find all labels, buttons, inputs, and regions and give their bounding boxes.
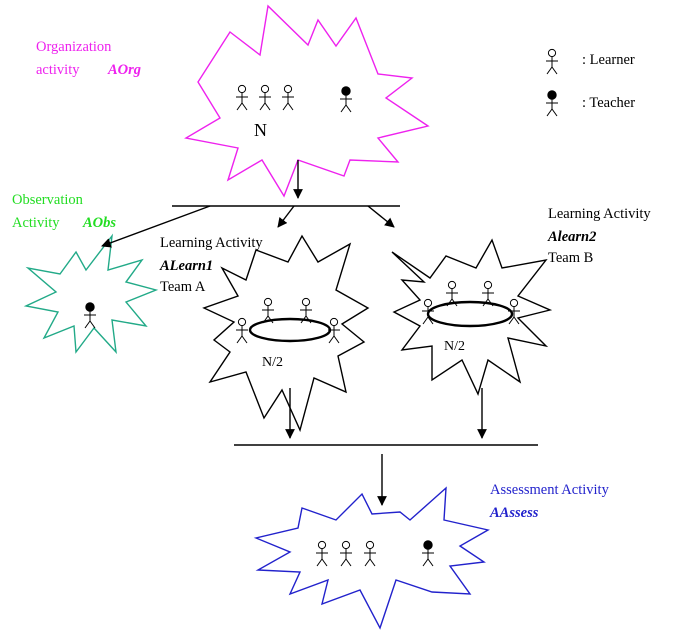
- teacher-icon: [339, 86, 353, 113]
- teacher-icon: [545, 90, 559, 117]
- assessment-activity-shape: [253, 486, 490, 630]
- learner-icon: [235, 317, 249, 344]
- learner-icon: [363, 540, 377, 567]
- learning-b-team: Team B: [548, 250, 593, 266]
- legend-teacher-label: : Teacher: [582, 95, 635, 111]
- legend: : Learner : Teacher: [545, 48, 635, 117]
- arrow-fork-to-learning-b: [367, 205, 395, 228]
- arrow-fork-to-observation: [101, 205, 211, 248]
- organization-activity-shape: [184, 4, 430, 198]
- observation-code: AObs: [82, 215, 116, 231]
- observation-activity-shape: [23, 233, 159, 355]
- learning-a-team: Team A: [160, 279, 206, 295]
- learning-a-count: N/2: [262, 355, 283, 370]
- assessment-label: Assessment Activity: [490, 482, 610, 498]
- organization-count: N: [254, 120, 267, 140]
- teacher-icon: [421, 540, 435, 567]
- learner-icon: [545, 48, 559, 75]
- learner-icon: [339, 540, 353, 567]
- learner-icon: [235, 84, 249, 111]
- learning-b-count: N/2: [444, 339, 465, 354]
- organization-code: AOrg: [107, 62, 141, 78]
- arrow-fork-to-learning-a: [277, 205, 295, 228]
- organization-label-line2: activity: [36, 62, 80, 78]
- learner-icon: [315, 540, 329, 567]
- team-a-group-ring: [248, 317, 332, 343]
- learner-icon: [281, 84, 295, 111]
- learner-icon: [507, 298, 521, 325]
- assessment-code: AAssess: [489, 505, 539, 521]
- observation-label-line2: Activity: [12, 215, 60, 231]
- learning-a-label: Learning Activity: [160, 235, 263, 251]
- learner-icon: [258, 84, 272, 111]
- learning-b-code: Alearn2: [547, 229, 596, 245]
- learning-a-code: ALearn1: [159, 258, 213, 274]
- teacher-icon: [83, 302, 97, 329]
- team-b-group-ring: [426, 300, 514, 328]
- legend-learner-label: : Learner: [582, 52, 635, 68]
- organization-label-line1: Organization: [36, 39, 112, 55]
- learning-activity-a-shape: [202, 234, 370, 433]
- learning-b-label: Learning Activity: [548, 206, 651, 222]
- observation-label-line1: Observation: [12, 192, 84, 208]
- learning-activity-b-shape: [391, 238, 553, 396]
